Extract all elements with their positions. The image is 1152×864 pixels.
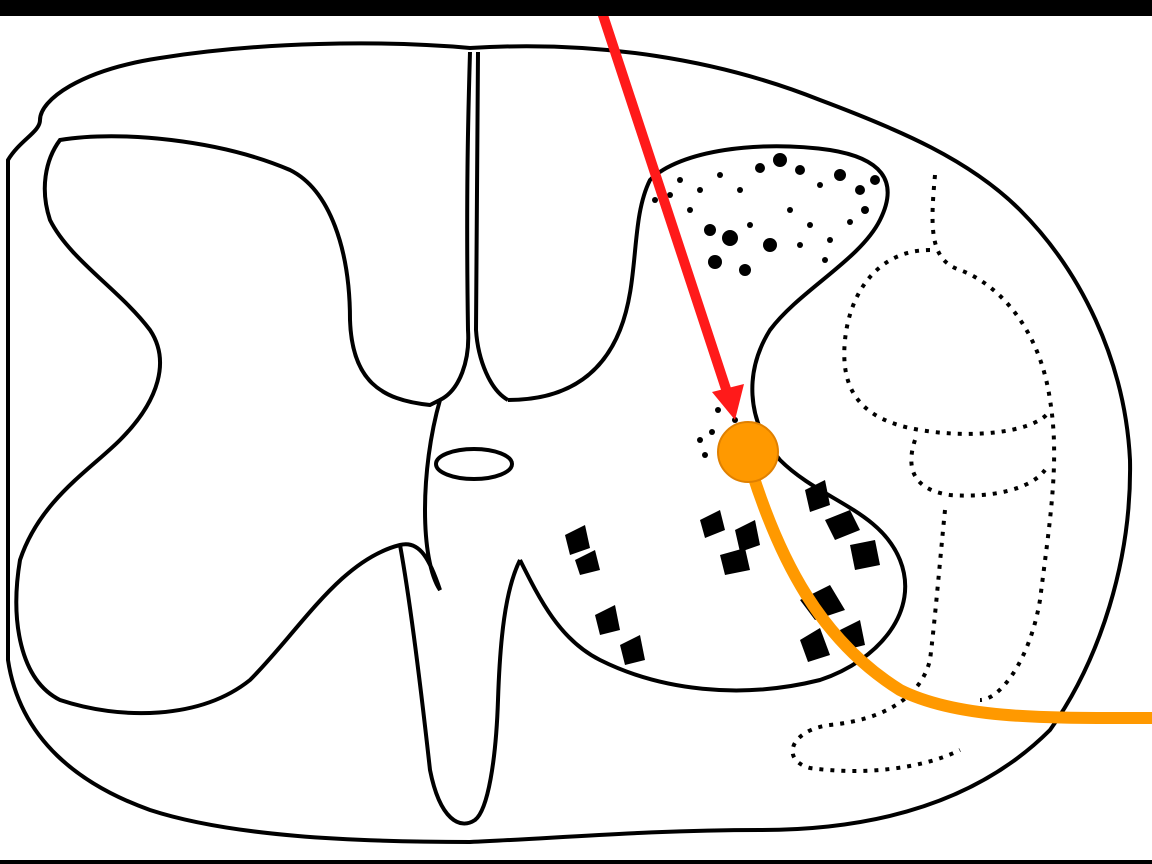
orange-neuron-dot	[718, 422, 778, 482]
title-strip-text-area	[0, 0, 1152, 16]
